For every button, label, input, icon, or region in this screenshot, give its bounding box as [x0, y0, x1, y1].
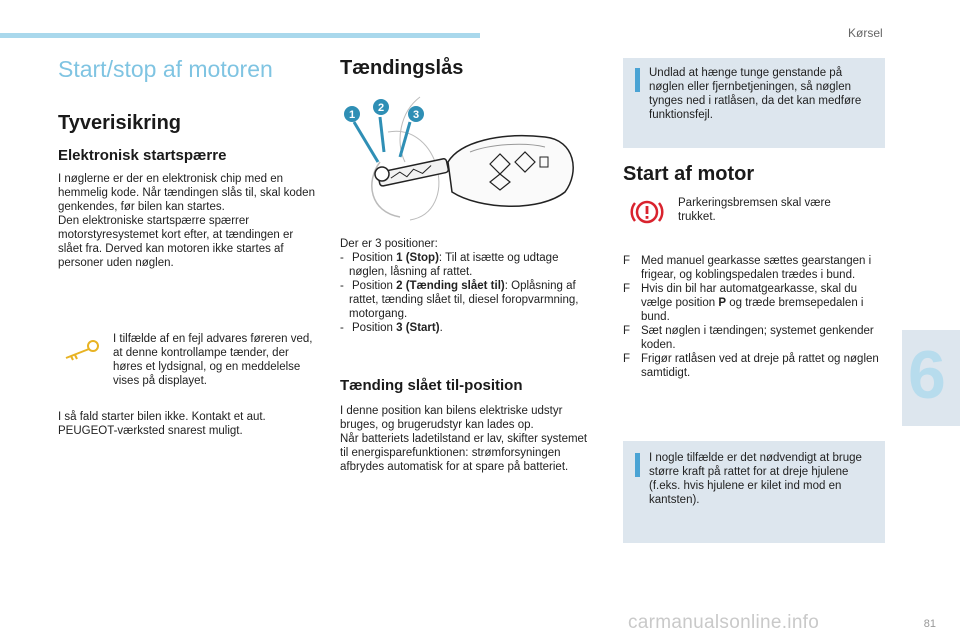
chapter-number: 6 [908, 337, 946, 413]
paragraph-accessory-use: I denne position kan bilens elektriske u… [340, 405, 563, 431]
info-icon [635, 68, 640, 92]
ignition-key-illustration: 1 2 3 [340, 92, 590, 230]
key-badge-1: 1 [349, 109, 355, 121]
position-prefix: Position [352, 322, 397, 334]
position-item-3: -Position 3 (Start). [340, 322, 443, 334]
paragraph-contact-workshop: I så fald starter bilen ikke. Kontakt et… [58, 411, 266, 437]
section-label: Kørsel [848, 26, 883, 40]
position-item-2: -Position 2 (Tænding slået til): Oplåsni… [340, 280, 579, 320]
positions-intro: Der er 3 positioner: [340, 238, 438, 250]
key-badge-2: 2 [378, 102, 384, 114]
start-steps-list: F Med manuel gearkasse sættes gearstangen… [623, 254, 885, 380]
step-text-end: og træde bremsepedalen i bund. [641, 297, 864, 323]
warning-note: I tilfælde af en fejl advares føreren ve… [113, 333, 313, 387]
parking-brake-warning-icon [630, 197, 664, 227]
step-bullet: F [623, 325, 631, 337]
heading-taending-slaaet-til: Tænding slået til-position [340, 377, 523, 394]
step-bullet: F [623, 283, 631, 295]
step-text: Frigør ratlåsen ved at dreje på rattet o… [641, 353, 879, 379]
positions-block: Der er 3 positioner: -Position 1 (Stop):… [340, 237, 592, 335]
parking-brake-note: Parkeringsbremsen skal være trukket. [678, 197, 831, 223]
paragraph-chip: I nøglerne er der en elektronisk chip me… [58, 173, 315, 213]
immobilizer-description: I nøglerne er der en elektronisk chip me… [58, 172, 316, 270]
position-desc: : Til at isætte og udtage nøglen, låsnin… [349, 252, 559, 278]
key-badge-3: 3 [413, 109, 419, 121]
step-bullet: F [623, 255, 631, 267]
step-gear-position: P [718, 297, 727, 309]
info-text-heavy-objects: Undlad at hænge tunge genstande på nøgle… [649, 67, 862, 121]
step-item-2: F Hvis din bil har automatgearkasse, skal… [623, 282, 885, 324]
position-name: 3 (Start) [396, 322, 440, 334]
info-text-steering-force: I nogle tilfælde er det nødvendigt at br… [649, 452, 862, 506]
position-desc: : Oplåsning af rattet, tænding slået til… [349, 280, 579, 320]
step-item-4: F Frigør ratlåsen ved at dreje på rattet … [623, 352, 885, 380]
heading-tyverisikring: Tyverisikring [58, 112, 182, 134]
ignition-on-description: I denne position kan bilens elektriske u… [340, 404, 592, 474]
step-item-3: F Sæt nøglen i tændingen; systemet genken… [623, 324, 885, 352]
start-steps: F Med manuel gearkasse sættes gearstangen… [623, 254, 885, 380]
positions-list: -Position 1 (Stop): Til at isætte og udt… [340, 251, 592, 335]
position-desc: . [439, 322, 443, 334]
position-item-1: -Position 1 (Stop): Til at isætte og udt… [340, 252, 559, 278]
paragraph-spaerre: Den elektroniske startspærre spærrer mot… [58, 215, 294, 269]
header-accent-bar [0, 33, 480, 38]
info-box-steering-force: I nogle tilfælde er det nødvendigt at br… [623, 441, 885, 543]
watermark: carmanualsonline.info [628, 612, 820, 633]
step-text: Sæt nøglen i tændingen; systemet genkend… [641, 325, 874, 351]
page-title: Start/stop af motoren [58, 56, 273, 82]
position-name: 1 (Stop) [396, 252, 439, 264]
info-box-heavy-objects: Undlad at hænge tunge genstande på nøgle… [623, 58, 885, 148]
heading-start-af-motor: Start af motor [623, 163, 755, 185]
chapter-tab: 6 [902, 330, 960, 426]
position-name: 2 (Tænding slået til) [396, 280, 505, 292]
step-bullet: F [623, 353, 631, 365]
step-text: Hvis din bil har automatgearkasse, skal … [641, 283, 858, 309]
paragraph-energy-saving: Når batteriets ladetilstand er lav, skif… [340, 433, 588, 473]
key-warning-icon [62, 338, 102, 362]
info-icon [635, 453, 640, 477]
step-text: Med manuel gearkasse sættes gearstangen … [641, 255, 872, 281]
heading-elektronisk-startspaerre: Elektronisk startspærre [58, 147, 227, 164]
heading-taendingslaas: Tændingslås [340, 57, 464, 79]
step-item-1: F Med manuel gearkasse sættes gearstangen… [623, 254, 885, 282]
page-number: 81 [923, 618, 936, 630]
position-prefix: Position [352, 280, 397, 292]
position-prefix: Position [352, 252, 397, 264]
